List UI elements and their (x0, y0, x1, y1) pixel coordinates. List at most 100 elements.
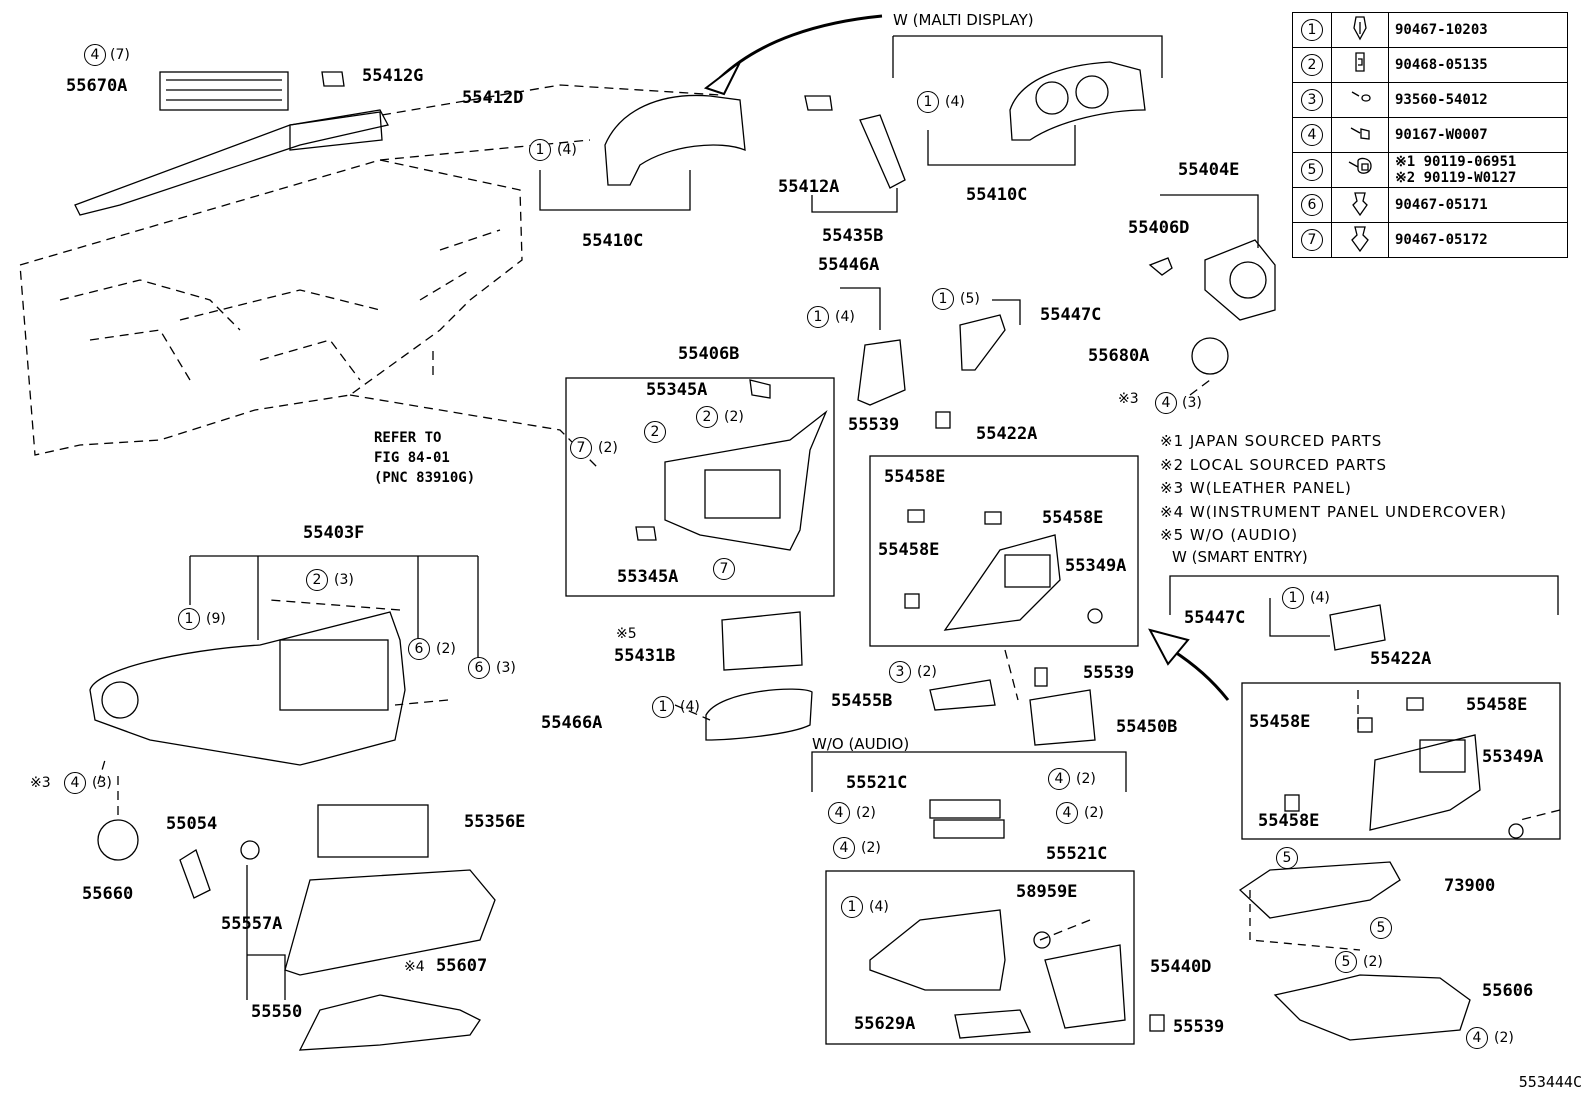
label-55412A[interactable]: 55412A (778, 177, 840, 197)
label-55607[interactable]: 55607 (436, 956, 488, 976)
legend-row: 5 ※1 90119-06951※2 90119-W0127 (1292, 152, 1568, 188)
callout-qty: (4) (680, 699, 700, 715)
part-55447C-smart (1329, 604, 1386, 651)
label-55458E-b[interactable]: 55458E (1042, 508, 1104, 528)
label-55054[interactable]: 55054 (166, 814, 218, 834)
label-55446A[interactable]: 55446A (818, 255, 880, 275)
legend-part-number: 90467-05171 (1388, 187, 1568, 223)
label-55458E-a[interactable]: 55458E (884, 467, 946, 487)
label-55447C[interactable]: 55447C (1040, 305, 1102, 325)
label-55410C-right[interactable]: 55410C (966, 185, 1028, 205)
callout-qty: (2) (1084, 805, 1104, 821)
callout-circle-1: 1 (652, 696, 674, 718)
label-55466A[interactable]: 55466A (541, 713, 603, 733)
label-55550[interactable]: 55550 (251, 1002, 303, 1022)
note-marker-3b: ※3 (30, 775, 51, 791)
label-55455B[interactable]: 55455B (831, 691, 893, 711)
label-55447C-smart[interactable]: 55447C (1184, 608, 1246, 628)
callout-qty: (2) (598, 440, 618, 456)
label-55406B[interactable]: 55406B (678, 344, 740, 364)
label-55356E[interactable]: 55356E (464, 812, 526, 832)
part-55054 (179, 849, 211, 899)
label-55410C-left[interactable]: 55410C (582, 231, 644, 251)
label-55412G[interactable]: 55412G (362, 66, 424, 86)
label-55557A[interactable]: 55557A (221, 914, 283, 934)
legend-row: 6 90467-05171 (1292, 187, 1568, 223)
label-55450B[interactable]: 55450B (1116, 717, 1178, 737)
callout-qty: (2) (1494, 1030, 1514, 1046)
callout-qty: (7) (110, 47, 130, 63)
label-55606[interactable]: 55606 (1482, 981, 1534, 1001)
callout-qty: (4) (945, 94, 965, 110)
label-55660[interactable]: 55660 (82, 884, 134, 904)
callout-circle-4: 4 (1466, 1027, 1488, 1049)
legend-part-number: 90467-05172 (1388, 222, 1568, 258)
callout-circle-4: 4 (1048, 768, 1070, 790)
callout-qty: (9) (206, 611, 226, 627)
callout-qty: (2) (917, 664, 937, 680)
clip-icon (1331, 187, 1389, 223)
legend-row: 7 90467-05172 (1292, 222, 1568, 258)
label-55435B[interactable]: 55435B (822, 226, 884, 246)
direction-arrow-right (1171, 648, 1230, 701)
label-55422A-center[interactable]: 55422A (976, 424, 1038, 444)
label-55404E[interactable]: 55404E (1178, 160, 1240, 180)
note-marker-4: ※4 (404, 959, 425, 975)
callout-circle-1: 1 (932, 288, 954, 310)
refer-line-2: FIG 84-01 (374, 450, 450, 466)
part-55435B (859, 114, 906, 189)
label-55521C-top[interactable]: 55521C (846, 773, 908, 793)
label-55458E-c[interactable]: 55458E (878, 540, 940, 560)
legend-part-line-1: ※1 90119-06951 (1395, 153, 1517, 170)
label-55539-c[interactable]: 55539 (1173, 1017, 1225, 1037)
label-55440D[interactable]: 55440D (1150, 957, 1212, 977)
part-55440D (869, 909, 1006, 991)
label-55539-a[interactable]: 55539 (848, 415, 900, 435)
label-55403F[interactable]: 55403F (303, 523, 365, 543)
label-55412D[interactable]: 55412D (462, 88, 524, 108)
callout-qty: (2) (861, 840, 881, 856)
clip-icon (1331, 12, 1389, 48)
legend-part-number: 90467-10203 (1388, 12, 1568, 48)
callout-circle-5: 5 (1370, 917, 1392, 939)
legend-part-number: 93560-54012 (1388, 82, 1568, 118)
part-55446A (857, 339, 906, 406)
legend-part-number: 90468-05135 (1388, 47, 1568, 83)
clip-icon (1331, 222, 1389, 258)
note-marker-3a: ※3 (1118, 391, 1139, 407)
callout-qty: (2) (856, 805, 876, 821)
label-73900[interactable]: 73900 (1444, 876, 1496, 896)
part-55403F (89, 611, 406, 766)
label-55345A-bottom[interactable]: 55345A (617, 567, 679, 587)
callout-qty: (4) (835, 309, 855, 325)
label-55458E-e[interactable]: 55458E (1249, 712, 1311, 732)
group-55422A-center (869, 455, 1139, 647)
label-55521C-bottom[interactable]: 55521C (1046, 844, 1108, 864)
label-55349A-b[interactable]: 55349A (1482, 747, 1544, 767)
refer-line-3: (PNC 83910G) (374, 470, 476, 486)
callout-circle-1: 1 (917, 91, 939, 113)
legend-row: 1 90467-10203 (1292, 12, 1568, 48)
label-55458E-d[interactable]: 55458E (1466, 695, 1528, 715)
label-58959E[interactable]: 58959E (1016, 882, 1078, 902)
callout-circle-1: 1 (807, 306, 829, 328)
legend-number: 1 (1301, 19, 1323, 41)
legend-number: 7 (1301, 229, 1323, 251)
group-55406B (565, 377, 835, 597)
label-55670A[interactable]: 55670A (66, 76, 128, 96)
label-55629A[interactable]: 55629A (854, 1014, 916, 1034)
instrument-panel-outline (19, 159, 523, 456)
header-w-malti-display: W (MALTI DISPLAY) (893, 11, 1034, 29)
label-55431B[interactable]: 55431B (614, 646, 676, 666)
label-55345A-top[interactable]: 55345A (646, 380, 708, 400)
label-55680A[interactable]: 55680A (1088, 346, 1150, 366)
label-55422A-right[interactable]: 55422A (1370, 649, 1432, 669)
label-55458E-f[interactable]: 55458E (1258, 811, 1320, 831)
label-55349A-a[interactable]: 55349A (1065, 556, 1127, 576)
screw-icon (1331, 117, 1389, 153)
label-55539-b[interactable]: 55539 (1083, 663, 1135, 683)
label-55406D[interactable]: 55406D (1128, 218, 1190, 238)
callout-circle-2: 2 (696, 406, 718, 428)
callout-qty: (3) (92, 775, 112, 791)
callout-qty: (2) (1076, 771, 1096, 787)
